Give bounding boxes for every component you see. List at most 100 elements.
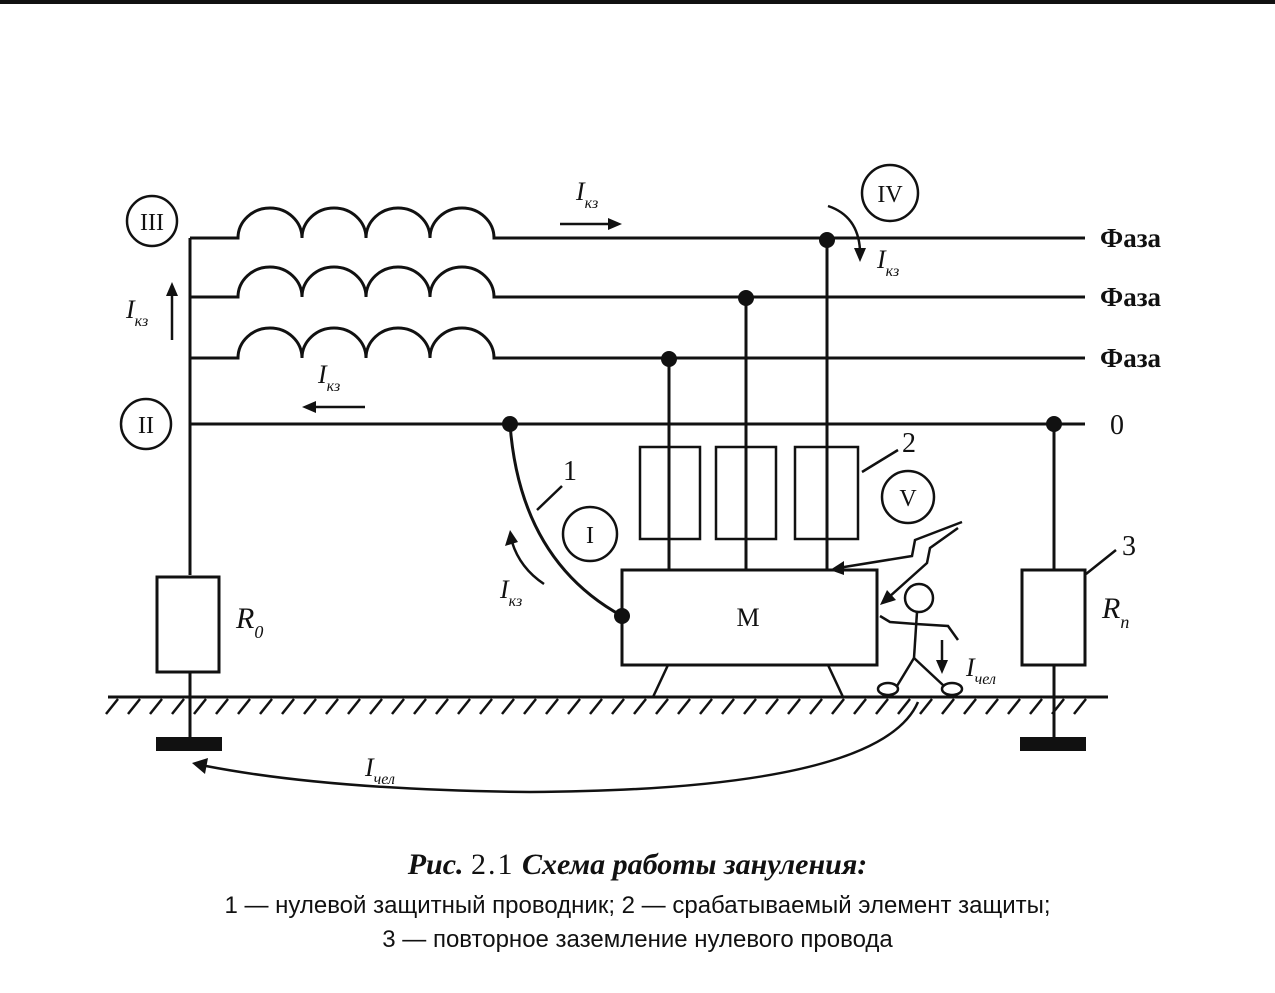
ground-hatch-mark xyxy=(853,698,867,715)
ground-hatch-mark xyxy=(809,698,823,715)
ground-hatch-mark xyxy=(787,698,801,715)
ground-hatch-mark xyxy=(413,698,427,715)
winding-phase-3 xyxy=(190,326,1085,360)
ikz-phase-fault-arrowhead xyxy=(854,248,866,262)
figure-caption-line-2: 3 — повторное заземление нулевого провод… xyxy=(382,926,893,953)
fault-lightning-2 xyxy=(887,526,959,599)
zone-IV-label: IV xyxy=(877,182,903,208)
marker-1-leader xyxy=(536,485,563,511)
ground-hatch-mark xyxy=(721,698,735,715)
zone-I-label: I xyxy=(586,523,594,549)
ikz-label-I: Iкз xyxy=(499,575,522,610)
R0-label: R0 xyxy=(235,602,263,642)
zone-III-circle xyxy=(125,194,179,248)
ground-hatch-mark xyxy=(765,698,779,715)
marker-2-leader xyxy=(861,448,899,474)
ground-hatch-mark xyxy=(985,698,999,715)
zone-III-label: III xyxy=(140,210,164,236)
ground-hatch-mark xyxy=(479,698,493,715)
motor-leg-right xyxy=(826,664,845,698)
ground-hatch-mark xyxy=(391,698,405,715)
ground-hatch-mark xyxy=(215,698,229,715)
person-leg-left xyxy=(895,657,916,687)
ground-hatch-mark xyxy=(567,698,581,715)
ground-hatch-mark xyxy=(105,698,119,715)
neutral-label: 0 xyxy=(1110,410,1124,441)
ground-hatch-mark xyxy=(677,698,691,715)
ichel-label-bottom: Iчел xyxy=(364,753,395,788)
ikz-neutral-arrowhead xyxy=(302,401,316,413)
person-body xyxy=(912,611,919,659)
ground-hatch-mark xyxy=(237,698,251,715)
zone-IV-circle xyxy=(860,163,920,223)
motor-housing xyxy=(620,568,879,667)
ground-hatch-mark xyxy=(171,698,185,715)
ground-hatch-mark xyxy=(127,698,141,715)
ground-hatch-mark xyxy=(369,698,383,715)
ground-hatch-mark xyxy=(149,698,163,715)
junction-phase-3 xyxy=(661,351,677,367)
ikz-phase-fault-arrow xyxy=(827,204,862,251)
zone-II-label: II xyxy=(138,413,154,439)
ground-hatch-mark xyxy=(963,698,977,715)
ground-hatch-mark xyxy=(1073,698,1087,715)
winding-phase-2 xyxy=(190,265,1085,299)
ground-hatch-mark xyxy=(655,698,669,715)
person-foot-right xyxy=(940,681,964,697)
ground-hatch-mark xyxy=(743,698,757,715)
ikz-label-top: Iкз xyxy=(575,177,598,212)
person-foot-left xyxy=(876,681,900,697)
figure-caption-heading: Схема работы зануления: xyxy=(522,848,868,881)
figure-caption-prefix: Рис. xyxy=(407,848,464,881)
marker-2-label: 2 xyxy=(902,428,916,459)
person-leg-right xyxy=(913,657,945,687)
ground-hatch-mark xyxy=(259,698,273,715)
zone-II-circle xyxy=(119,397,173,451)
ground-hatching xyxy=(105,698,1087,715)
figure-caption-line-1: 1 — нулевой защитный проводник; 2 — сраб… xyxy=(224,892,1051,919)
junction-phase-2 xyxy=(738,290,754,306)
person-head xyxy=(903,582,935,614)
ground-hatch-mark xyxy=(281,698,295,715)
ground-hatch-mark xyxy=(193,698,207,715)
marker-3-leader xyxy=(1085,549,1117,575)
junction-phase-1 xyxy=(819,232,835,248)
ground-hatch-mark xyxy=(457,698,471,715)
ikz-top-arrowhead xyxy=(608,218,622,230)
ground-hatch-mark xyxy=(831,698,845,715)
Rp-label: Rп xyxy=(1101,592,1129,632)
ground-hatch-mark xyxy=(633,698,647,715)
ground-hatch-mark xyxy=(435,698,449,715)
ground-hatch-mark xyxy=(523,698,537,715)
ikz-label-left: Iкз xyxy=(125,295,148,330)
zone-V-circle xyxy=(880,469,936,525)
fault-lightning-1 xyxy=(837,520,963,570)
ground-hatch-mark xyxy=(501,698,515,715)
ground-hatch-mark xyxy=(611,698,625,715)
ground-hatch-mark xyxy=(1029,698,1043,715)
winding-phase-1 xyxy=(190,206,1085,240)
ichel-ground-return-arc xyxy=(205,701,920,794)
ikz-label-IV: Iкз xyxy=(876,245,899,280)
protective-conductor xyxy=(508,423,623,618)
ikz-protective-arrowhead xyxy=(505,530,518,546)
phase-label-3: Фаза xyxy=(1100,343,1162,373)
ikz-label-neutral: Iкз xyxy=(317,360,340,395)
ichel-ground-return-arrowhead xyxy=(192,758,208,774)
phase-label-2: Фаза xyxy=(1100,282,1162,312)
marker-1-label: 1 xyxy=(563,456,577,487)
phase-label-1: Фаза xyxy=(1100,223,1162,253)
ikz-up-arrowhead xyxy=(166,282,178,296)
ground-hatch-mark xyxy=(347,698,361,715)
ground-hatch-mark xyxy=(875,698,889,715)
zone-V-label: V xyxy=(899,486,917,512)
ground-hatch-mark xyxy=(699,698,713,715)
zone-I-circle xyxy=(561,505,619,563)
ground-hatch-mark xyxy=(941,698,955,715)
fault-lightning-1-head xyxy=(830,561,844,575)
person-arm-left xyxy=(879,614,917,626)
resistor-Rp xyxy=(1020,568,1087,667)
ground-electrode-left xyxy=(156,737,222,751)
ichel-down-arrowhead xyxy=(936,660,948,674)
